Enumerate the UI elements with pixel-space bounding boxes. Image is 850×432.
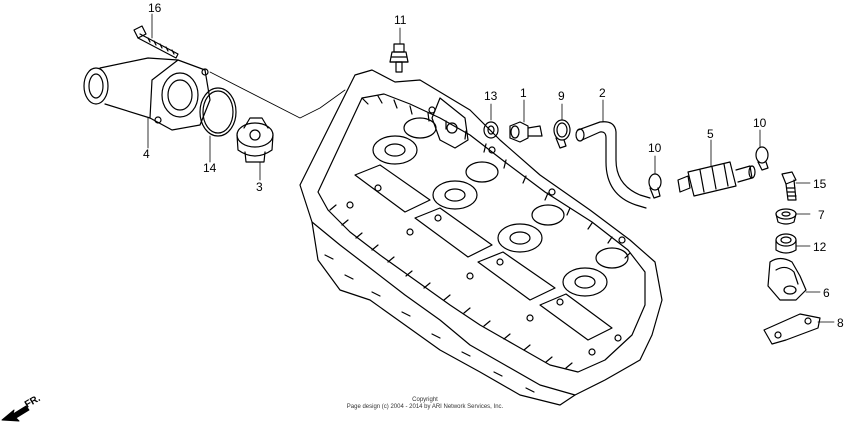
copyright-title: Copyright xyxy=(412,397,438,403)
mount-part-6 xyxy=(767,257,807,301)
callout-2: 2 xyxy=(599,86,606,100)
washer-part-13 xyxy=(483,121,499,139)
clamp-part-9 xyxy=(553,119,571,149)
callout-9: 9 xyxy=(558,89,565,103)
callout-14: 14 xyxy=(203,161,217,175)
grommet-part-7 xyxy=(775,208,797,225)
callout-8: 8 xyxy=(837,316,844,330)
callout-16: 16 xyxy=(148,1,162,15)
clamp-part-10-right xyxy=(755,146,769,171)
callout-5: 5 xyxy=(707,127,714,141)
callout-15: 15 xyxy=(813,177,827,191)
callout-6: 6 xyxy=(823,286,830,300)
callout-labels: 16 11 13 1 9 2 4 14 3 10 5 10 15 7 12 6 … xyxy=(143,1,844,330)
thermostat-part-3 xyxy=(236,117,274,163)
valve-part-5 xyxy=(677,161,756,197)
leader-line-thermostat xyxy=(209,71,346,119)
clamp-part-10-left xyxy=(648,173,662,199)
hose-part-2 xyxy=(575,121,651,209)
bolt-part-15 xyxy=(781,171,797,201)
callout-7: 7 xyxy=(818,208,825,222)
callout-10-right: 10 xyxy=(753,116,767,130)
fitting-part-1 xyxy=(509,121,543,143)
water-outlet-part-4 xyxy=(83,57,211,131)
front-arrow-icon xyxy=(1,405,30,422)
cylinder-head xyxy=(299,69,663,406)
o-ring-part-14 xyxy=(199,87,237,137)
callout-4: 4 xyxy=(143,147,150,161)
callout-13: 13 xyxy=(484,89,498,103)
callout-1: 1 xyxy=(520,86,527,100)
collar-part-12 xyxy=(775,233,797,254)
callout-10-left: 10 xyxy=(648,141,662,155)
bracket-part-8 xyxy=(763,313,821,345)
sensor-part-11 xyxy=(389,43,409,73)
bolt-part-16 xyxy=(133,25,179,59)
callout-12: 12 xyxy=(813,240,827,254)
copyright-notice: Page design (c) 2004 - 2014 by ARI Netwo… xyxy=(346,404,504,410)
callout-3: 3 xyxy=(256,180,263,194)
callout-11: 11 xyxy=(394,13,407,27)
